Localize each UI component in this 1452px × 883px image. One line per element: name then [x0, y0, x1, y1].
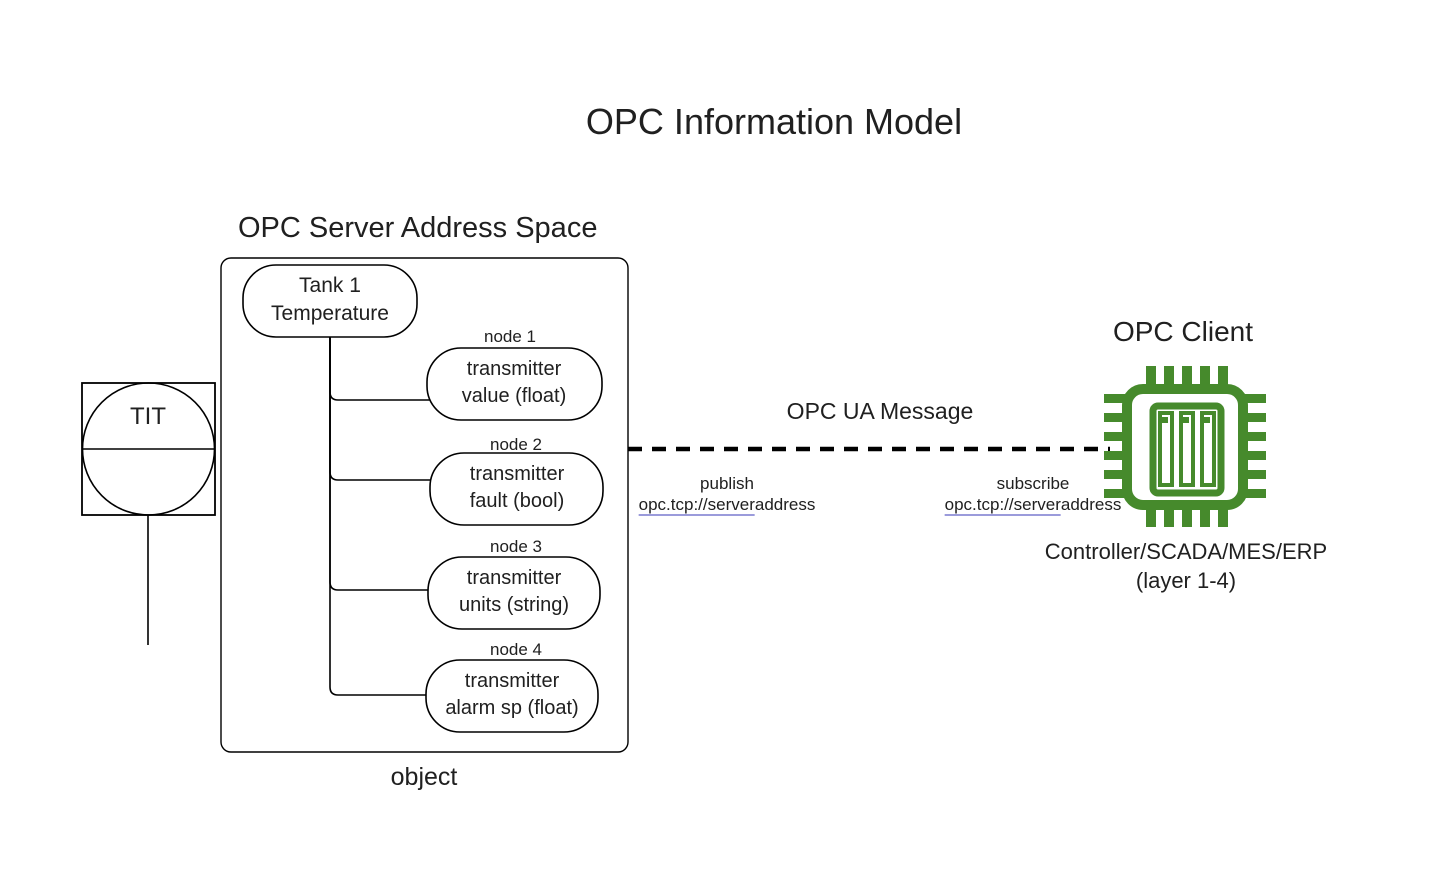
root-node-text: Tank 1 Temperature	[271, 272, 389, 328]
node3-line1: transmitter	[466, 567, 562, 589]
opc-ua-message-label: OPC UA Message	[786, 398, 974, 424]
opc-client-heading: OPC Client	[1112, 316, 1254, 347]
node4-text: transmitter alarm sp (float)	[445, 668, 578, 722]
node2-oval	[429, 452, 604, 526]
instrument-tag: TIT	[130, 403, 166, 430]
node1-oval	[426, 347, 603, 421]
page-title: OPC Information Model	[585, 101, 963, 142]
publish-caption: publish	[700, 474, 754, 493]
node3-label: node 3	[490, 537, 542, 556]
subscribe-url-rest: address	[1060, 495, 1122, 514]
node1-text: transmitter value (float)	[462, 356, 567, 410]
client-caption-line1: Controller/SCADA/MES/ERP	[1044, 539, 1328, 564]
client-caption-line2: (layer 1-4)	[1135, 568, 1237, 593]
publish-url-link[interactable]: opc.tcp://server	[638, 495, 755, 516]
publish-url: opc.tcp://serveraddress	[638, 494, 816, 516]
chip-icon	[1104, 366, 1266, 527]
node2-line2: fault (bool)	[469, 490, 565, 512]
temperature-transmitter-symbol	[81, 382, 216, 645]
server-address-space-heading: OPC Server Address Space	[238, 212, 598, 244]
node3-line2: units (string)	[458, 594, 570, 616]
node2-text: transmitter fault (bool)	[470, 461, 565, 515]
node2-line1: transmitter	[469, 463, 565, 485]
node1-line2: value (float)	[461, 385, 567, 407]
node1-line1: transmitter	[466, 358, 562, 380]
root-node-line1: Tank 1	[299, 274, 361, 297]
client-caption: Controller/SCADA/MES/ERP (layer 1-4)	[1045, 537, 1327, 595]
node-ovals	[242, 264, 604, 733]
subscribe-caption: subscribe	[996, 474, 1070, 493]
chip-left-pins	[1104, 394, 1129, 498]
chip-right-pins	[1241, 394, 1266, 498]
subscribe-url: opc.tcp://serveraddress	[944, 494, 1122, 516]
object-label: object	[390, 763, 458, 791]
chip-bottom-pins	[1146, 502, 1228, 527]
node4-label: node 4	[490, 640, 542, 659]
publish-url-rest: address	[754, 495, 816, 514]
root-node-line2: Temperature	[271, 302, 389, 325]
node2-label: node 2	[490, 435, 542, 454]
subscribe-url-link[interactable]: opc.tcp://server	[944, 495, 1061, 516]
node4-line1: transmitter	[464, 670, 560, 692]
node3-text: transmitter units (string)	[459, 565, 569, 619]
node3-oval	[427, 556, 601, 630]
tree-connector-node4	[329, 337, 460, 696]
chip-top-pins	[1146, 366, 1228, 391]
root-node-oval	[242, 264, 418, 338]
subscribe-block: subscribe opc.tcp://serveraddress	[944, 473, 1122, 516]
node4-oval	[425, 659, 599, 733]
publish-block: publish opc.tcp://serveraddress	[638, 473, 816, 516]
node4-line2: alarm sp (float)	[445, 697, 579, 719]
node1-label: node 1	[484, 327, 536, 346]
chip-bars	[1158, 411, 1216, 487]
tree-connectors	[329, 337, 460, 696]
